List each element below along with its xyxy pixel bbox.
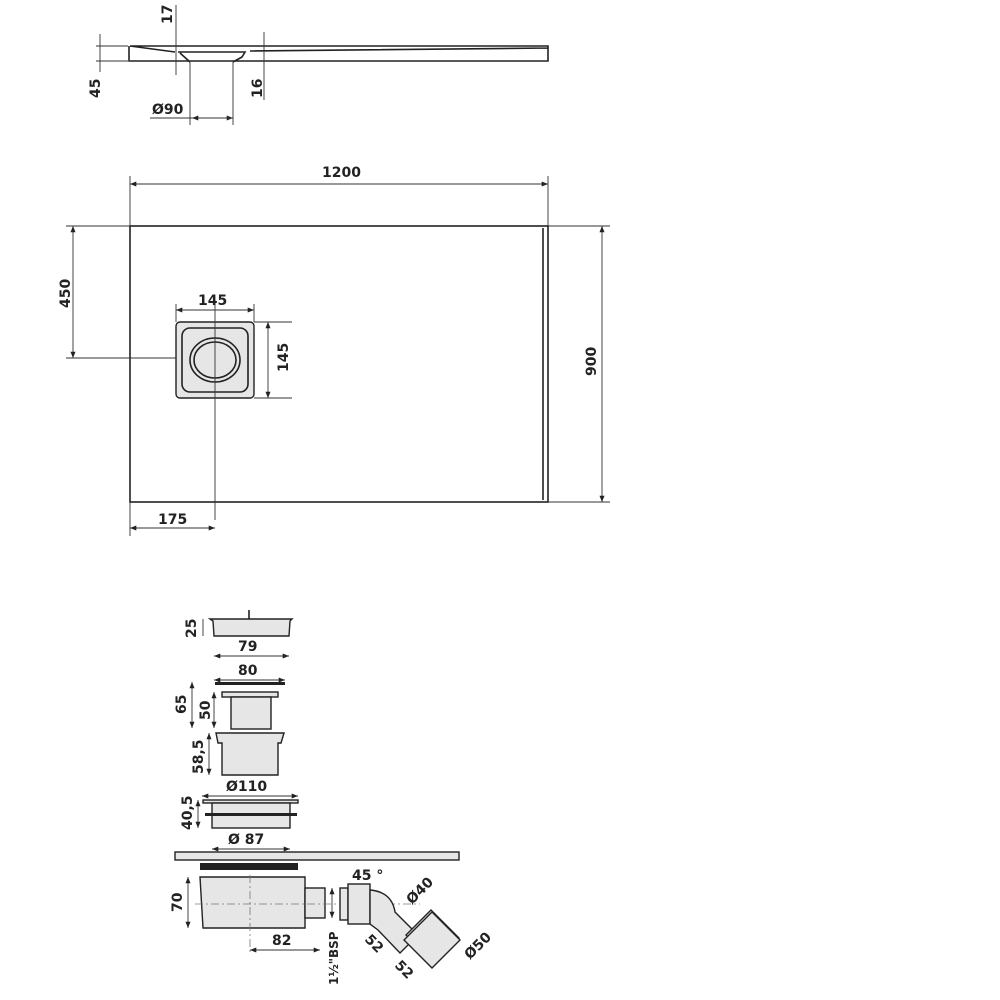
flange-diameter: Ø110 (226, 779, 267, 795)
plan-view: 1200 900 450 145 145 175 (58, 165, 610, 536)
plan-dim-drain-offset-y: 450 (58, 279, 74, 308)
plan-dim-drain-offset-x: 175 (158, 512, 187, 528)
trap-length: 82 (272, 933, 291, 949)
plan-dim-depth: 900 (584, 347, 600, 376)
plan-dim-drain-width: 145 (198, 293, 227, 309)
side-profile: 17 45 16 Ø90 (88, 5, 549, 125)
body-height: 58,5 (191, 739, 207, 774)
outlet-large-diameter: Ø50 (462, 929, 496, 963)
plan-dim-drain-height: 145 (276, 343, 292, 372)
profile-dim-16: 16 (250, 79, 266, 98)
grate-width: 80 (238, 663, 258, 679)
plan-dim-width: 1200 (322, 165, 361, 181)
sleeve-height: 50 (198, 700, 214, 720)
cap-height: 25 (184, 619, 200, 638)
grate-height: 65 (174, 695, 190, 714)
profile-dim-90: Ø90 (152, 102, 184, 118)
elbow-angle: 45 ° (352, 868, 383, 884)
tray-outline (129, 225, 549, 503)
thread-size: 1½"BSP (327, 931, 341, 985)
trap-height: 70 (170, 892, 186, 912)
profile-dim-45: 45 (88, 79, 104, 98)
flange-height: 40,5 (180, 795, 196, 830)
outlet-small-diameter: Ø40 (404, 874, 438, 908)
profile-dim-17: 17 (160, 5, 176, 24)
flange-inner-diameter: Ø 87 (228, 832, 264, 848)
waste-parts: 25 79 80 65 50 58,5 Ø110 40,5 Ø 87 (170, 610, 495, 985)
cap-width: 79 (238, 639, 257, 655)
segment-2-length: 52 (391, 958, 416, 983)
